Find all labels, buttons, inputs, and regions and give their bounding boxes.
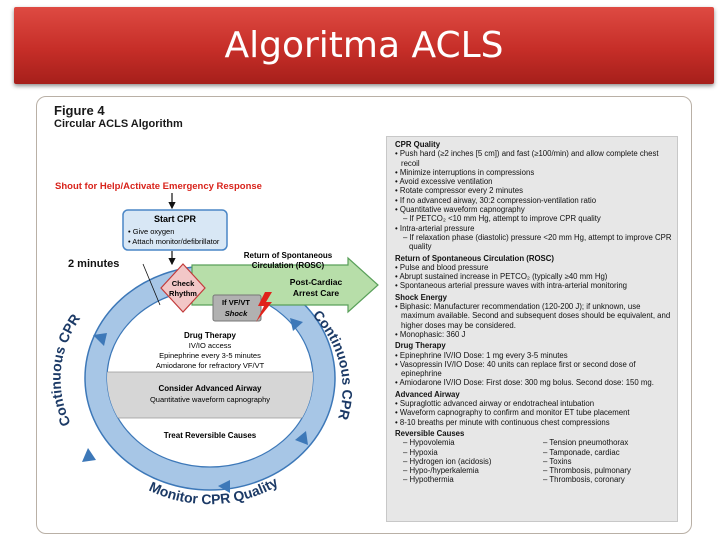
panel-item: 8-10 breaths per minute with continuous … bbox=[395, 418, 675, 427]
panel-item: Rotate compressor every 2 minutes bbox=[395, 186, 675, 195]
airway-item: Quantitative waveform capnography bbox=[150, 395, 270, 404]
panel-item: Pulse and blood pressure bbox=[395, 263, 675, 272]
panel-heading: CPR Quality bbox=[395, 140, 441, 149]
airway-title: Consider Advanced Airway bbox=[159, 384, 263, 393]
rosc-label: Return of Spontaneous bbox=[244, 251, 333, 260]
figure-number: Figure 4 bbox=[54, 103, 105, 118]
content-frame bbox=[36, 96, 692, 534]
ring-arrow-icon bbox=[218, 480, 230, 493]
panel-item: Abrupt sustained increase in PETCO₂ (typ… bbox=[395, 272, 675, 281]
panel-item: Thrombosis, pulmonary bbox=[535, 466, 675, 475]
drug-item: Epinephrine every 3-5 minutes bbox=[159, 351, 261, 360]
panel-heading: Shock Energy bbox=[395, 292, 447, 302]
start-cpr-title: Start CPR bbox=[154, 214, 197, 224]
panel-item: Waveform capnography to confirm and moni… bbox=[395, 408, 675, 417]
panel-item: Hypothermia bbox=[395, 475, 535, 484]
post-arrest-label: Post-Cardiac bbox=[290, 277, 343, 287]
drug-item: Amiodarone for refractory VF/VT bbox=[156, 361, 265, 370]
start-cpr-box bbox=[122, 209, 228, 251]
panel-item: Amiodarone IV/IO Dose: First dose: 300 m… bbox=[395, 378, 675, 387]
two-minutes-label: 2 minutes bbox=[68, 258, 119, 270]
panel-heading: Reversible Causes bbox=[395, 428, 465, 438]
panel-item: Biphasic: Manufacturer recommendation (1… bbox=[395, 302, 675, 330]
lightning-icon bbox=[256, 292, 272, 322]
panel-item: Hydrogen ion (acidosis) bbox=[395, 457, 535, 466]
drug-item: IV/IO access bbox=[189, 341, 232, 350]
panel-item: Intra-arterial pressure bbox=[395, 224, 675, 233]
panel-item: Toxins bbox=[535, 457, 675, 466]
panel-section-shock-energy: Shock EnergyBiphasic: Manufacturer recom… bbox=[395, 293, 675, 339]
airway-band bbox=[107, 372, 313, 418]
ring-arrow-icon bbox=[93, 333, 107, 346]
panel-section-drug-therapy: Drug TherapyEpinephrine IV/IO Dose: 1 mg… bbox=[395, 341, 675, 387]
panel-section-rosc: Return of Spontaneous Circulation (ROSC)… bbox=[395, 254, 675, 291]
drug-therapy-title: Drug Therapy bbox=[184, 331, 237, 340]
panel-item: Supraglottic advanced airway or endotrac… bbox=[395, 399, 675, 408]
panel-item: Vasopressin IV/IO Dose: 40 units can rep… bbox=[395, 360, 675, 379]
title-banner: Algoritma ACLS bbox=[14, 7, 714, 84]
panel-section-reversible-causes: Reversible CausesHypovolemiaHypoxiaHydro… bbox=[395, 429, 675, 485]
panel-item: Spontaneous arterial pressure waves with… bbox=[395, 281, 675, 290]
panel-item: Hypoxia bbox=[395, 448, 535, 457]
ring-arrow-icon bbox=[290, 318, 303, 331]
panel-section-advanced-airway: Advanced AirwaySupraglottic advanced air… bbox=[395, 390, 675, 427]
check-rhythm-label: Check bbox=[172, 279, 195, 288]
panel-item: Monophasic: 360 J bbox=[395, 330, 675, 339]
panel-item: Tension pneumothorax bbox=[535, 438, 675, 447]
ring-label-left: Continuous CPR bbox=[48, 311, 84, 429]
panel-item: Hypovolemia bbox=[395, 438, 535, 447]
panel-item: Tamponade, cardiac bbox=[535, 448, 675, 457]
reference-panel-text: CPR QualityPush hard (≥2 inches [5 cm]) … bbox=[395, 140, 675, 487]
start-cpr-item: • Give oxygen bbox=[128, 227, 174, 236]
shock-box bbox=[212, 294, 262, 322]
post-arrest-label: Arrest Care bbox=[293, 288, 340, 298]
panel-heading: Return of Spontaneous Circulation (ROSC) bbox=[395, 253, 554, 263]
panel-item: Minimize interruptions in compressions bbox=[395, 168, 675, 177]
panel-section-cpr-quality: CPR QualityPush hard (≥2 inches [5 cm]) … bbox=[395, 140, 675, 252]
vfvt-label: If VF/VT bbox=[222, 298, 250, 307]
two-minutes-line bbox=[142, 263, 161, 306]
shout-label: Shout for Help/Activate Emergency Respon… bbox=[55, 181, 262, 192]
panel-item: If no advanced airway, 30:2 compression-… bbox=[395, 196, 675, 205]
check-rhythm-label: Rhythm bbox=[169, 289, 197, 298]
start-cpr-item: • Attach monitor/defibrillator bbox=[128, 237, 220, 246]
check-rhythm-diamond bbox=[160, 263, 206, 313]
panel-item: Avoid excessive ventilation bbox=[395, 177, 675, 186]
panel-item: If PETCO₂ <10 mm Hg, attempt to improve … bbox=[395, 214, 675, 223]
panel-item: Epinephrine IV/IO Dose: 1 mg every 3-5 m… bbox=[395, 351, 675, 360]
panel-item: If relaxation phase (diastolic) pressure… bbox=[395, 233, 675, 252]
panel-heading: Drug Therapy bbox=[395, 341, 446, 351]
rosc-label: Circulation (ROSC) bbox=[252, 261, 325, 270]
slide-title: Algoritma ACLS bbox=[224, 25, 504, 66]
ring-arrow-icon bbox=[295, 431, 308, 445]
panel-heading: Advanced Airway bbox=[395, 389, 460, 399]
panel-item: Quantitative waveform capnography bbox=[395, 205, 675, 214]
figure-caption: Circular ACLS Algorithm bbox=[54, 118, 183, 130]
panel-item: Thrombosis, coronary bbox=[535, 475, 675, 484]
causes-title: Treat Reversible Causes bbox=[164, 431, 257, 440]
panel-item: Hypo-/hyperkalemia bbox=[395, 466, 535, 475]
ring-arrow-icon bbox=[82, 448, 96, 462]
panel-item: Push hard (≥2 inches [5 cm]) and fast (≥… bbox=[395, 149, 675, 168]
shock-label: Shock bbox=[225, 309, 248, 318]
